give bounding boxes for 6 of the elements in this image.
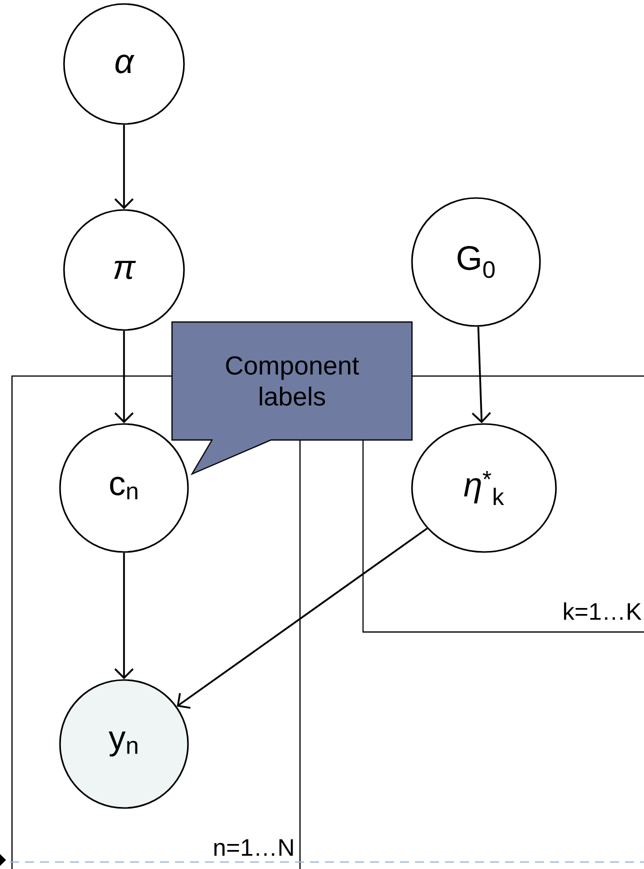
- arrow: [176, 528, 428, 709]
- callout: Component labels: [171, 321, 413, 476]
- arrow: [114, 330, 134, 424]
- arrow: [114, 124, 134, 210]
- arrow: [472, 326, 491, 424]
- arrow: [114, 552, 134, 680]
